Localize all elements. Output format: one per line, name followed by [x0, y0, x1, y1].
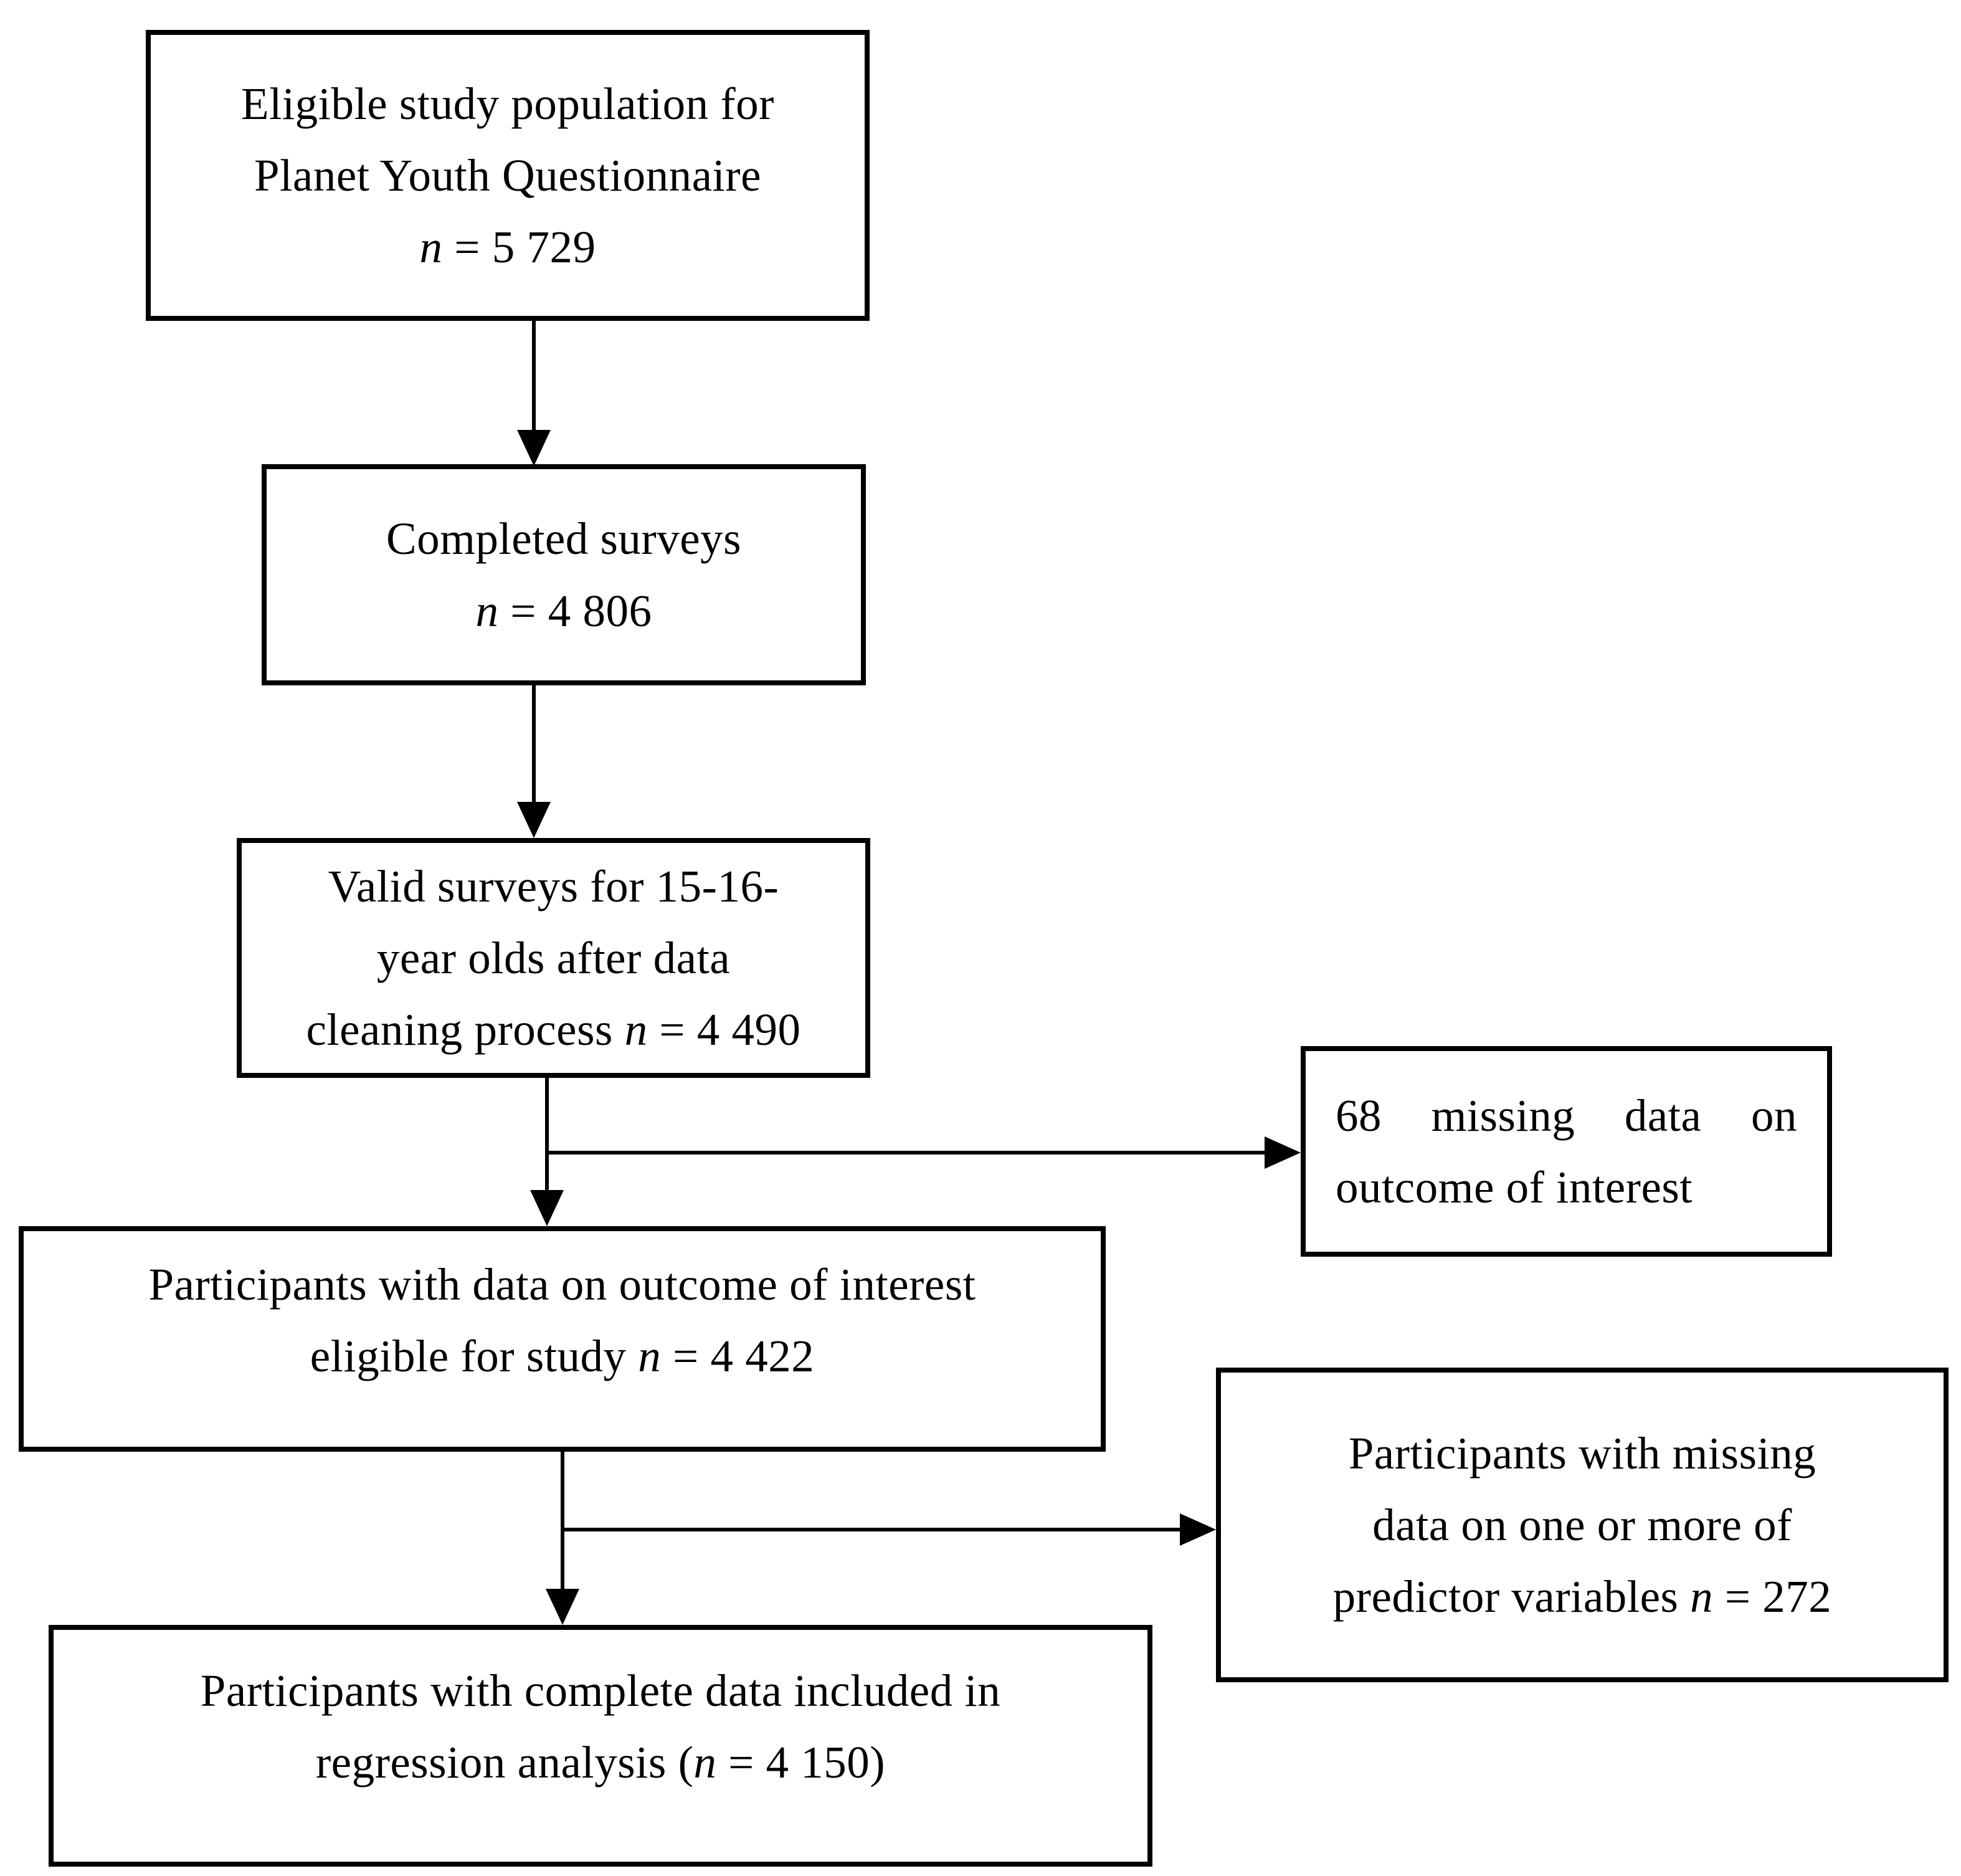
connector-line-outcome-eligible-to-regression	[561, 1452, 564, 1592]
arrowhead-right-into-missing-outcome	[1265, 1136, 1301, 1169]
box-completed-surveys: Completed surveys n = 4 806	[262, 464, 866, 685]
connector-line-valid-to-outcome-eligible	[545, 1078, 549, 1193]
connector-line-completed-to-valid	[532, 685, 536, 804]
arrowhead-down-into-valid	[517, 802, 551, 838]
box-eligible-population: Eligible study population for Planet You…	[146, 30, 870, 321]
box-missing-outcome: 68 missing data on outcome of interest	[1301, 1046, 1832, 1257]
arrowhead-down-into-outcome-eligible	[530, 1190, 564, 1226]
arrowhead-right-into-missing-predictor	[1180, 1513, 1216, 1546]
box-completed-surveys-text: Completed surveys n = 4 806	[386, 513, 742, 636]
box-outcome-eligible: Participants with data on outcome of int…	[19, 1226, 1106, 1452]
box-outcome-eligible-text: Participants with data on outcome of int…	[148, 1259, 976, 1382]
connector-line-eligible-to-completed	[532, 321, 536, 436]
branch-line-to-missing-predictor	[563, 1528, 1184, 1531]
box-missing-predictor-text: Participants with missing data on one or…	[1332, 1427, 1832, 1622]
box-eligible-population-text: Eligible study population for Planet You…	[241, 78, 774, 273]
arrowhead-down-into-regression	[546, 1589, 579, 1625]
box-valid-surveys-text: Valid surveys for 15-16- year olds after…	[306, 860, 801, 1055]
box-regression-analysis: Participants with complete data included…	[49, 1625, 1152, 1867]
branch-line-to-missing-outcome	[547, 1151, 1268, 1155]
box-regression-analysis-text: Participants with complete data included…	[200, 1665, 1001, 1788]
box-missing-outcome-text: 68 missing data on outcome of interest	[1336, 1090, 1797, 1212]
box-missing-predictor: Participants with missing data on one or…	[1216, 1368, 1949, 1682]
arrowhead-down-into-completed	[517, 430, 551, 466]
box-valid-surveys: Valid surveys for 15-16- year olds after…	[237, 838, 870, 1078]
